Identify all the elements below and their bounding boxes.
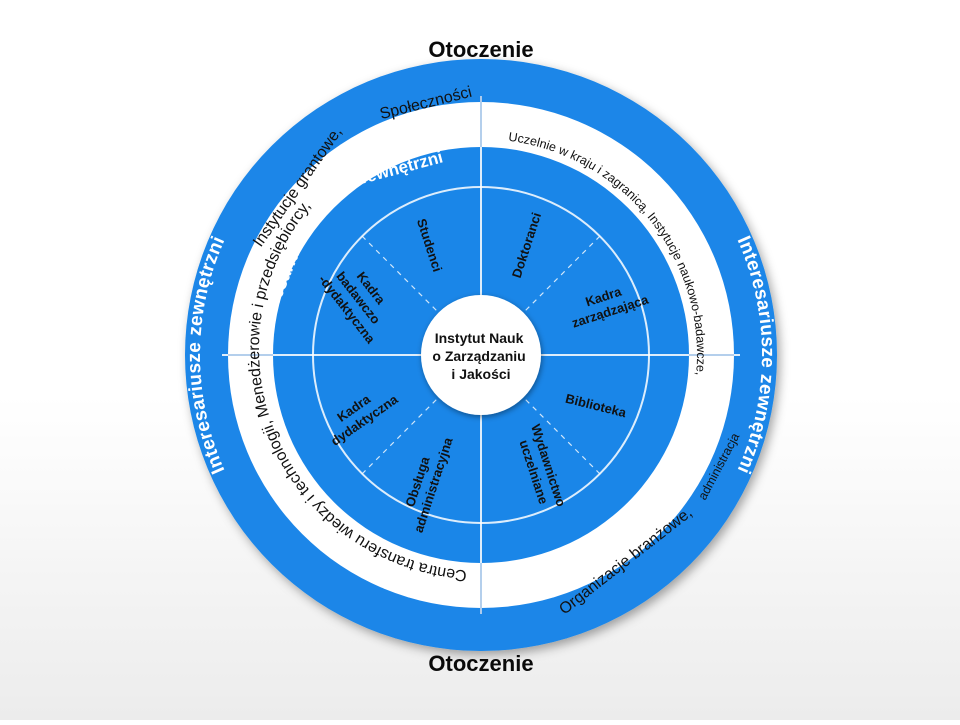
- center-label: Instytut Nauk o Zarządzaniu i Jakości: [432, 330, 529, 382]
- center-line-3: i Jakości: [451, 366, 510, 382]
- center-line-1: Instytut Nauk: [435, 330, 524, 346]
- environment-label-bottom: Otoczenie: [428, 651, 533, 676]
- center-circle: [421, 295, 541, 415]
- center-line-2: o Zarządzaniu: [432, 348, 525, 364]
- environment-label-top: Otoczenie: [428, 37, 533, 62]
